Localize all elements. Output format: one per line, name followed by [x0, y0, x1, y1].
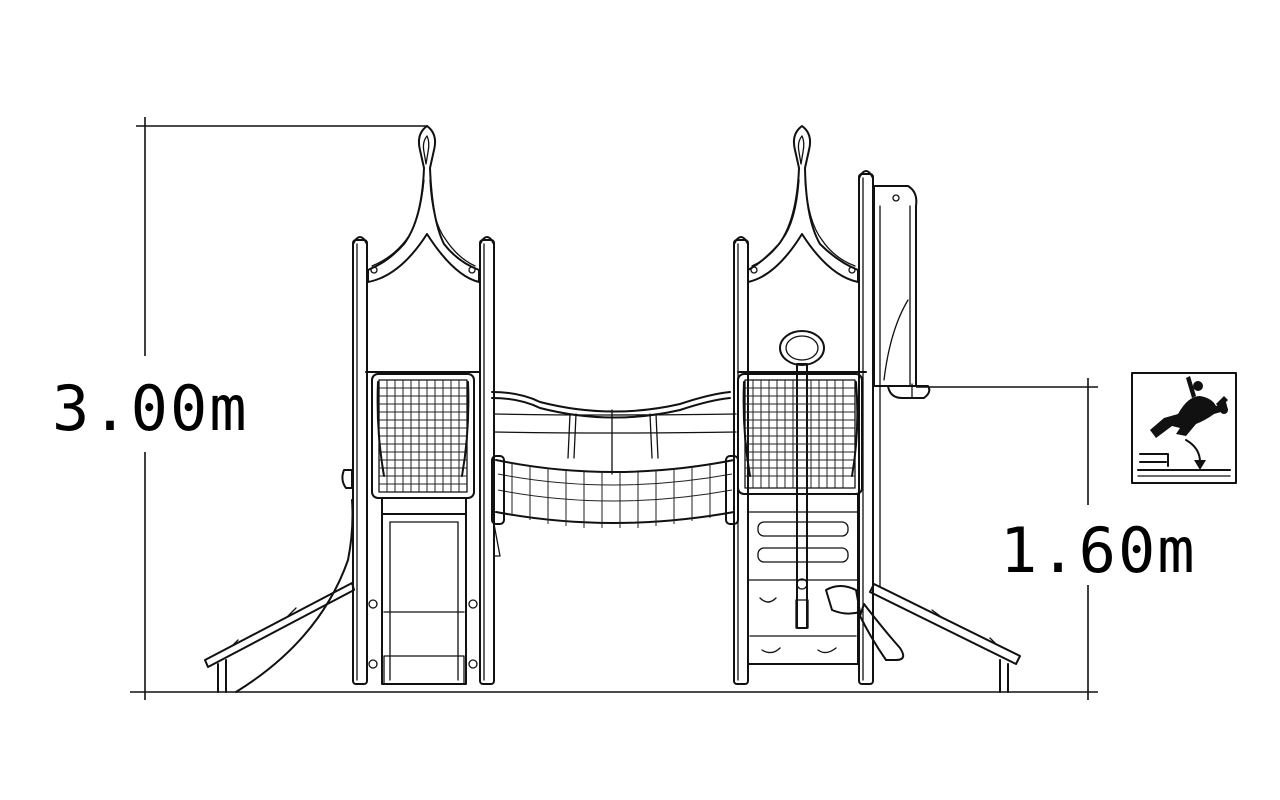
net-bridge	[491, 391, 739, 557]
left-slide-chute	[368, 497, 478, 685]
right-access-ramp	[859, 583, 1021, 693]
left-access-ramp	[204, 469, 355, 693]
right-side-slide	[873, 185, 931, 587]
height-total-label: 3.00m	[52, 372, 249, 445]
right-tower	[733, 125, 1021, 693]
fall-height-pictogram-icon	[1131, 372, 1237, 484]
left-mesh-panel	[365, 371, 481, 499]
steering-wheel	[779, 330, 825, 629]
left-tower	[204, 125, 495, 693]
right-climbing-wall	[747, 493, 861, 665]
fall-height-label: 1.60m	[1000, 514, 1197, 587]
dimension-height-total: 3.00m	[40, 117, 1098, 700]
right-spire-roof	[747, 125, 859, 283]
left-spire-roof	[367, 125, 480, 283]
right-mesh-panel	[737, 371, 867, 495]
dimension-fall-height: 1.60m	[916, 378, 1197, 700]
